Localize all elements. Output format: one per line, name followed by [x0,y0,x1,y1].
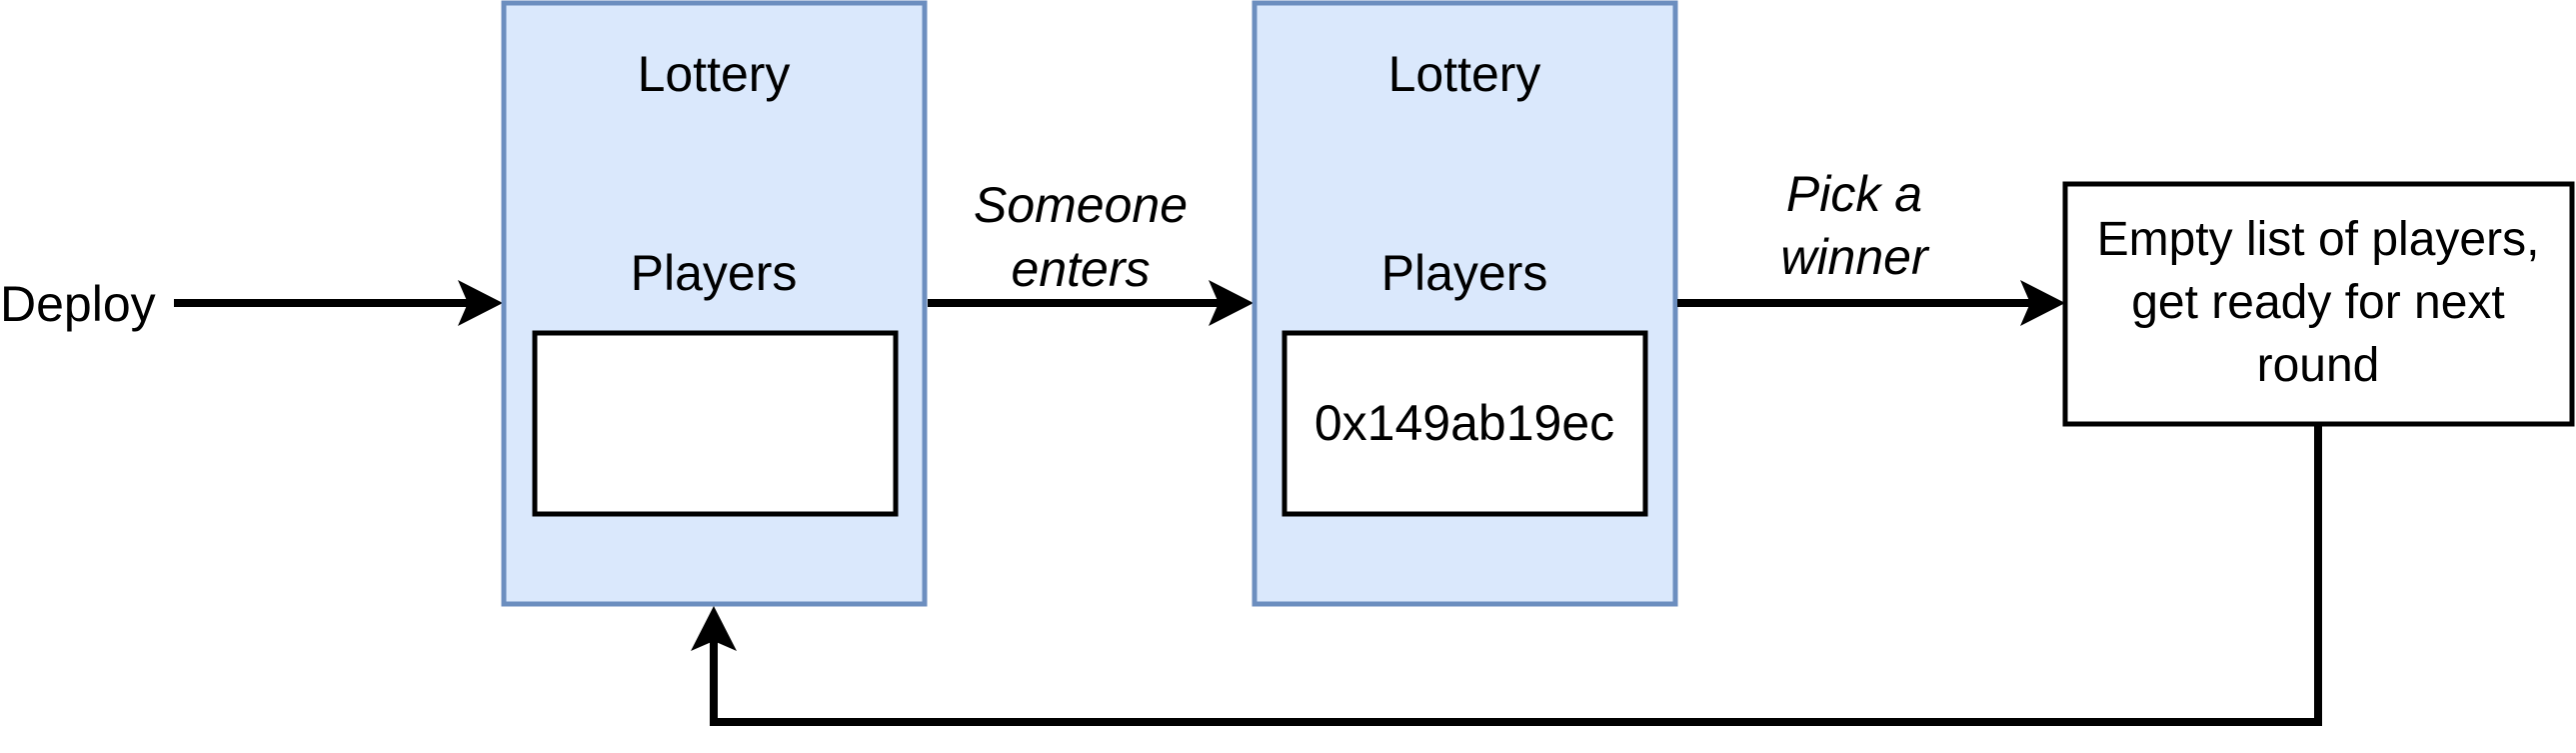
lottery-2-title: Lottery [1388,46,1541,102]
lottery-2-players-label: Players [1381,245,1548,301]
pick-winner-label-line2: winner [1780,229,1930,285]
reset-box-line3: round [2257,339,2380,392]
deploy-arrow [174,280,503,326]
lottery-2-players-list [1282,330,1648,517]
reset-box-line2: get ready for next [2131,276,2505,329]
lottery-state-1: Lottery Players [501,0,928,607]
reset-box-line1: Empty list of players, [2097,213,2540,266]
lottery-1-players-label: Players [631,245,798,301]
someone-enters-label-line1: Someone [974,177,1188,233]
pick-winner-arrow [1677,280,2065,326]
someone-enters-label-line2: enters [1012,241,1151,297]
lottery-state-2: Lottery Players 0x149ab19ec [1252,0,1678,607]
lottery-1-players-list [532,330,899,517]
return-loop-arrow [691,426,2322,726]
pick-winner-label-line1: Pick a [1786,166,1922,222]
someone-enters-arrow [928,280,1254,326]
reset-players-box: Empty list of players, get ready for nex… [2062,181,2575,427]
lottery-2-player-entry: 0x149ab19ec [1314,395,1614,451]
deploy-label: Deploy [0,276,156,332]
lottery-1-title: Lottery [638,46,791,102]
